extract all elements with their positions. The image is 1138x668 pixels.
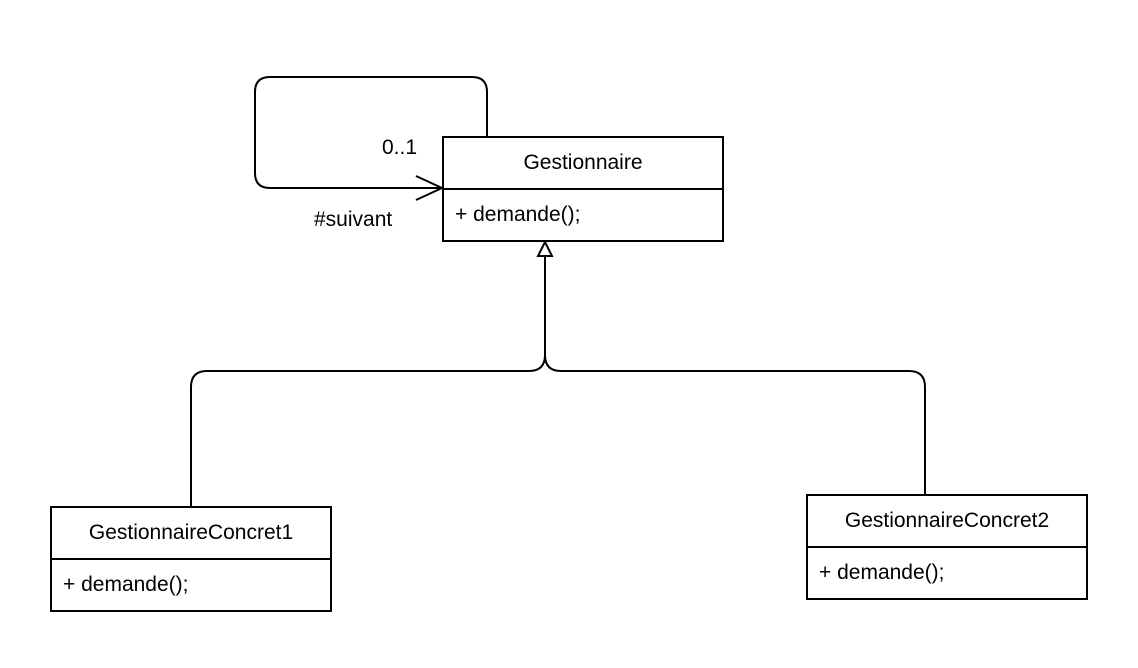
generalization-line-concret2 <box>544 354 926 495</box>
generalization-line-concret1 <box>190 354 546 507</box>
class-operation: + demande(); <box>819 561 945 584</box>
self-association-line <box>254 76 488 189</box>
class-gestionnaire-concret1[interactable]: GestionnaireConcret1 + demande(); <box>50 506 332 612</box>
multiplicity-label: 0..1 <box>382 136 418 159</box>
class-name: GestionnaireConcret1 <box>52 508 330 560</box>
role-label: #suivant <box>314 208 393 231</box>
class-name: GestionnaireConcret2 <box>808 496 1086 548</box>
class-operation: + demande(); <box>455 203 581 226</box>
class-name: Gestionnaire <box>444 138 722 190</box>
generalization-triangle <box>536 239 554 257</box>
class-gestionnaire[interactable]: Gestionnaire + demande(); <box>442 136 724 242</box>
class-gestionnaire-concret2[interactable]: GestionnaireConcret2 + demande(); <box>806 494 1088 600</box>
class-operation: + demande(); <box>63 573 189 596</box>
